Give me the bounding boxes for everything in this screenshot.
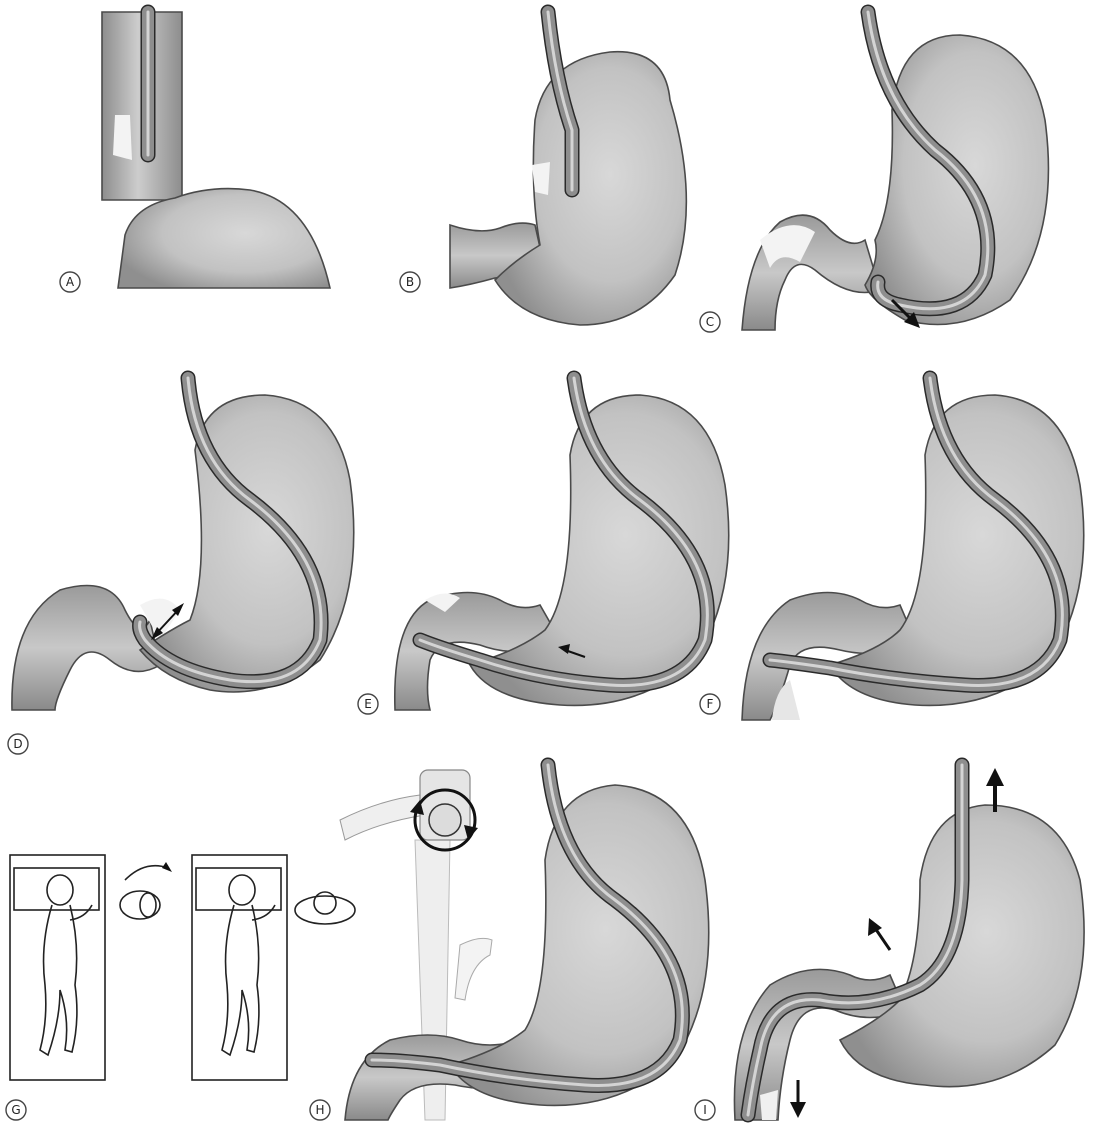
panel-label-e-text: E [364, 697, 372, 711]
panel-label-b: B [400, 272, 420, 292]
panel-label-i: I [695, 1100, 715, 1120]
panel-b: B [400, 12, 686, 325]
head-rotation-icon [120, 862, 172, 919]
panel-label-g-text: G [11, 1103, 20, 1117]
panel-label-h-text: H [315, 1103, 324, 1117]
panel-label-d-text: D [13, 737, 22, 751]
panel-d: D [8, 378, 354, 754]
panel-label-f-text: F [707, 697, 714, 711]
panel-label-d: D [8, 734, 28, 754]
panel-label-i-text: I [703, 1103, 707, 1117]
panel-g: G [6, 855, 355, 1120]
head-top-view-icon [295, 892, 355, 924]
panel-e: E [358, 378, 729, 714]
panel-label-c-text: C [706, 315, 714, 329]
reduce-loop-arrow [868, 918, 890, 950]
stomach [118, 189, 330, 288]
panel-label-f: F [700, 694, 720, 714]
push-down-arrow [790, 1080, 806, 1118]
panel-label-c: C [700, 312, 720, 332]
panel-label-b-text: B [406, 275, 414, 289]
control-handle [410, 770, 478, 850]
panel-label-h: H [310, 1100, 330, 1120]
panel-label-e: E [358, 694, 378, 714]
scope-cable [340, 795, 425, 840]
panel-h: H [310, 765, 709, 1120]
duodenum [12, 586, 160, 711]
panel-i: I [695, 765, 1084, 1120]
panel-f: F [700, 378, 1084, 720]
panel-a: A [60, 12, 330, 292]
panel-label-a-text: A [66, 275, 75, 289]
panel-label-a: A [60, 272, 80, 292]
panel-label-g: G [6, 1100, 26, 1120]
panel-c: C [700, 12, 1048, 332]
stomach [495, 52, 686, 325]
